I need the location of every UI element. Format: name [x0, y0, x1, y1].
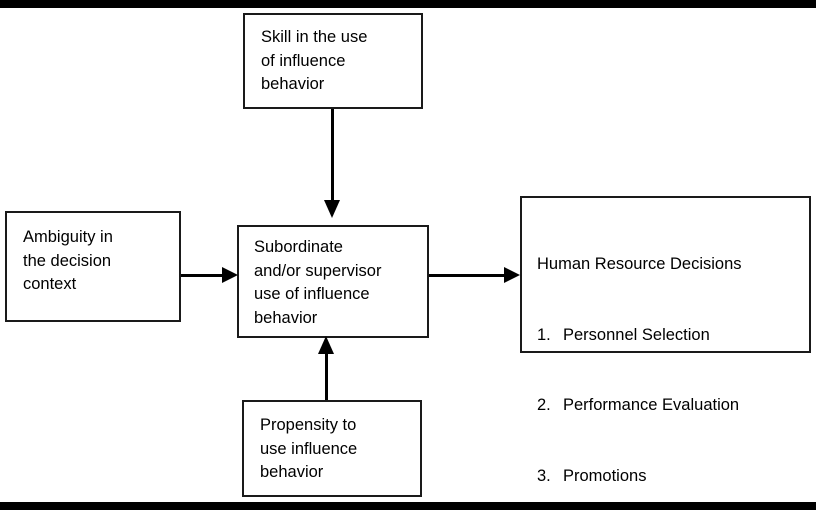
top-black-band: [0, 0, 816, 8]
arrowhead-up-icon: [318, 336, 334, 354]
hr-item-label: Personnel Selection: [563, 325, 710, 344]
hr-item-label: Promotions: [563, 466, 647, 485]
bottom-black-band: [0, 502, 816, 510]
node-propensity-to-use-influence-behavior: Propensity to use influence behavior: [242, 400, 422, 497]
hr-list-item: 3. Promotions: [537, 465, 809, 489]
node-hr-content: Human Resource Decisions 1. Personnel Sel…: [537, 206, 809, 510]
connector-use-to-hr-line: [429, 274, 509, 277]
node-propensity-label: Propensity to use influence behavior: [260, 416, 358, 481]
arrowhead-down-icon: [324, 200, 340, 218]
node-skill-in-use-of-influence-behavior: Skill in the use of influence behavior: [243, 13, 423, 109]
hr-item-number: 3.: [537, 466, 551, 485]
connector-skill-to-use-line: [331, 109, 334, 203]
hr-item-number: 1.: [537, 325, 551, 344]
node-human-resource-decisions: Human Resource Decisions 1. Personnel Sel…: [520, 196, 811, 485]
hr-heading: Human Resource Decisions: [537, 255, 742, 273]
arrowhead-right-icon: [222, 267, 238, 283]
hr-item-number: 2.: [537, 396, 551, 414]
node-ambiguity-label: Ambiguity in the decision context: [23, 228, 113, 293]
node-subordinate-supervisor-use-of-influence-behavior: Subordinate and/or supervisor use of inf…: [237, 225, 429, 338]
hr-list-item: 2. Performance Evaluation: [537, 394, 809, 418]
arrowhead-right-icon: [504, 267, 520, 283]
node-ambiguity-in-decision-context: Ambiguity in the decision context: [5, 211, 181, 322]
connector-propensity-to-use-line: [325, 352, 328, 400]
node-use-label: Subordinate and/or supervisor use of inf…: [254, 238, 382, 327]
hr-list-item: 1. Personnel Selection: [537, 324, 809, 348]
node-skill-label: Skill in the use of influence behavior: [261, 28, 368, 93]
hr-item-label: Performance Evaluation: [563, 396, 740, 414]
connector-ambiguity-to-use-line: [181, 274, 228, 277]
